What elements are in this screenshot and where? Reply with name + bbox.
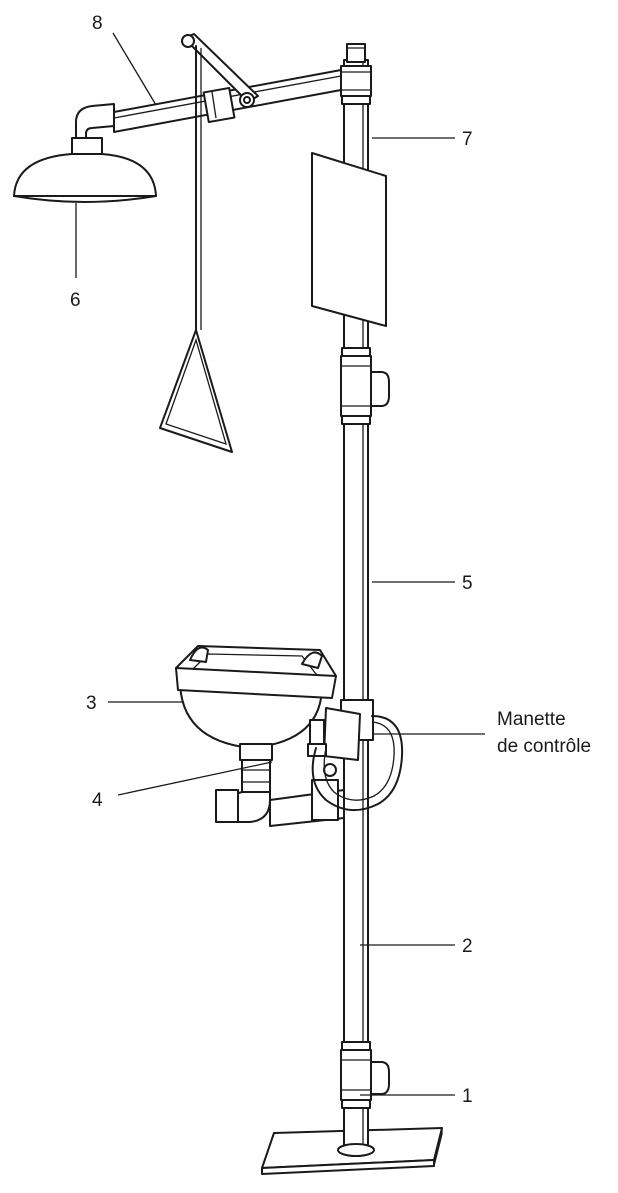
label-1: 1 <box>462 1086 473 1107</box>
leader-4 <box>117 761 273 796</box>
label-4: 4 <box>92 790 103 811</box>
eyewash-bowl <box>175 645 337 749</box>
top-coupling <box>340 65 372 105</box>
label-2: 2 <box>462 936 473 957</box>
control-valve <box>307 699 404 811</box>
label-3: 3 <box>86 693 97 714</box>
label-control-line2: de contrôle <box>497 736 591 757</box>
labels: 1 2 3 4 5 6 7 8 Manette de contrôle <box>70 13 591 1107</box>
label-8: 8 <box>92 13 103 34</box>
middle-coupling <box>340 347 390 425</box>
label-7: 7 <box>462 129 473 150</box>
leader-lines <box>75 32 485 1096</box>
label-5: 5 <box>462 573 473 594</box>
label-6: 6 <box>70 290 81 311</box>
sign-plate <box>311 152 387 327</box>
pull-handle <box>159 33 259 453</box>
shower-head <box>13 103 157 203</box>
label-control-line1: Manette <box>497 709 566 730</box>
leader-8 <box>112 32 157 106</box>
lower-coupling <box>340 1041 390 1109</box>
